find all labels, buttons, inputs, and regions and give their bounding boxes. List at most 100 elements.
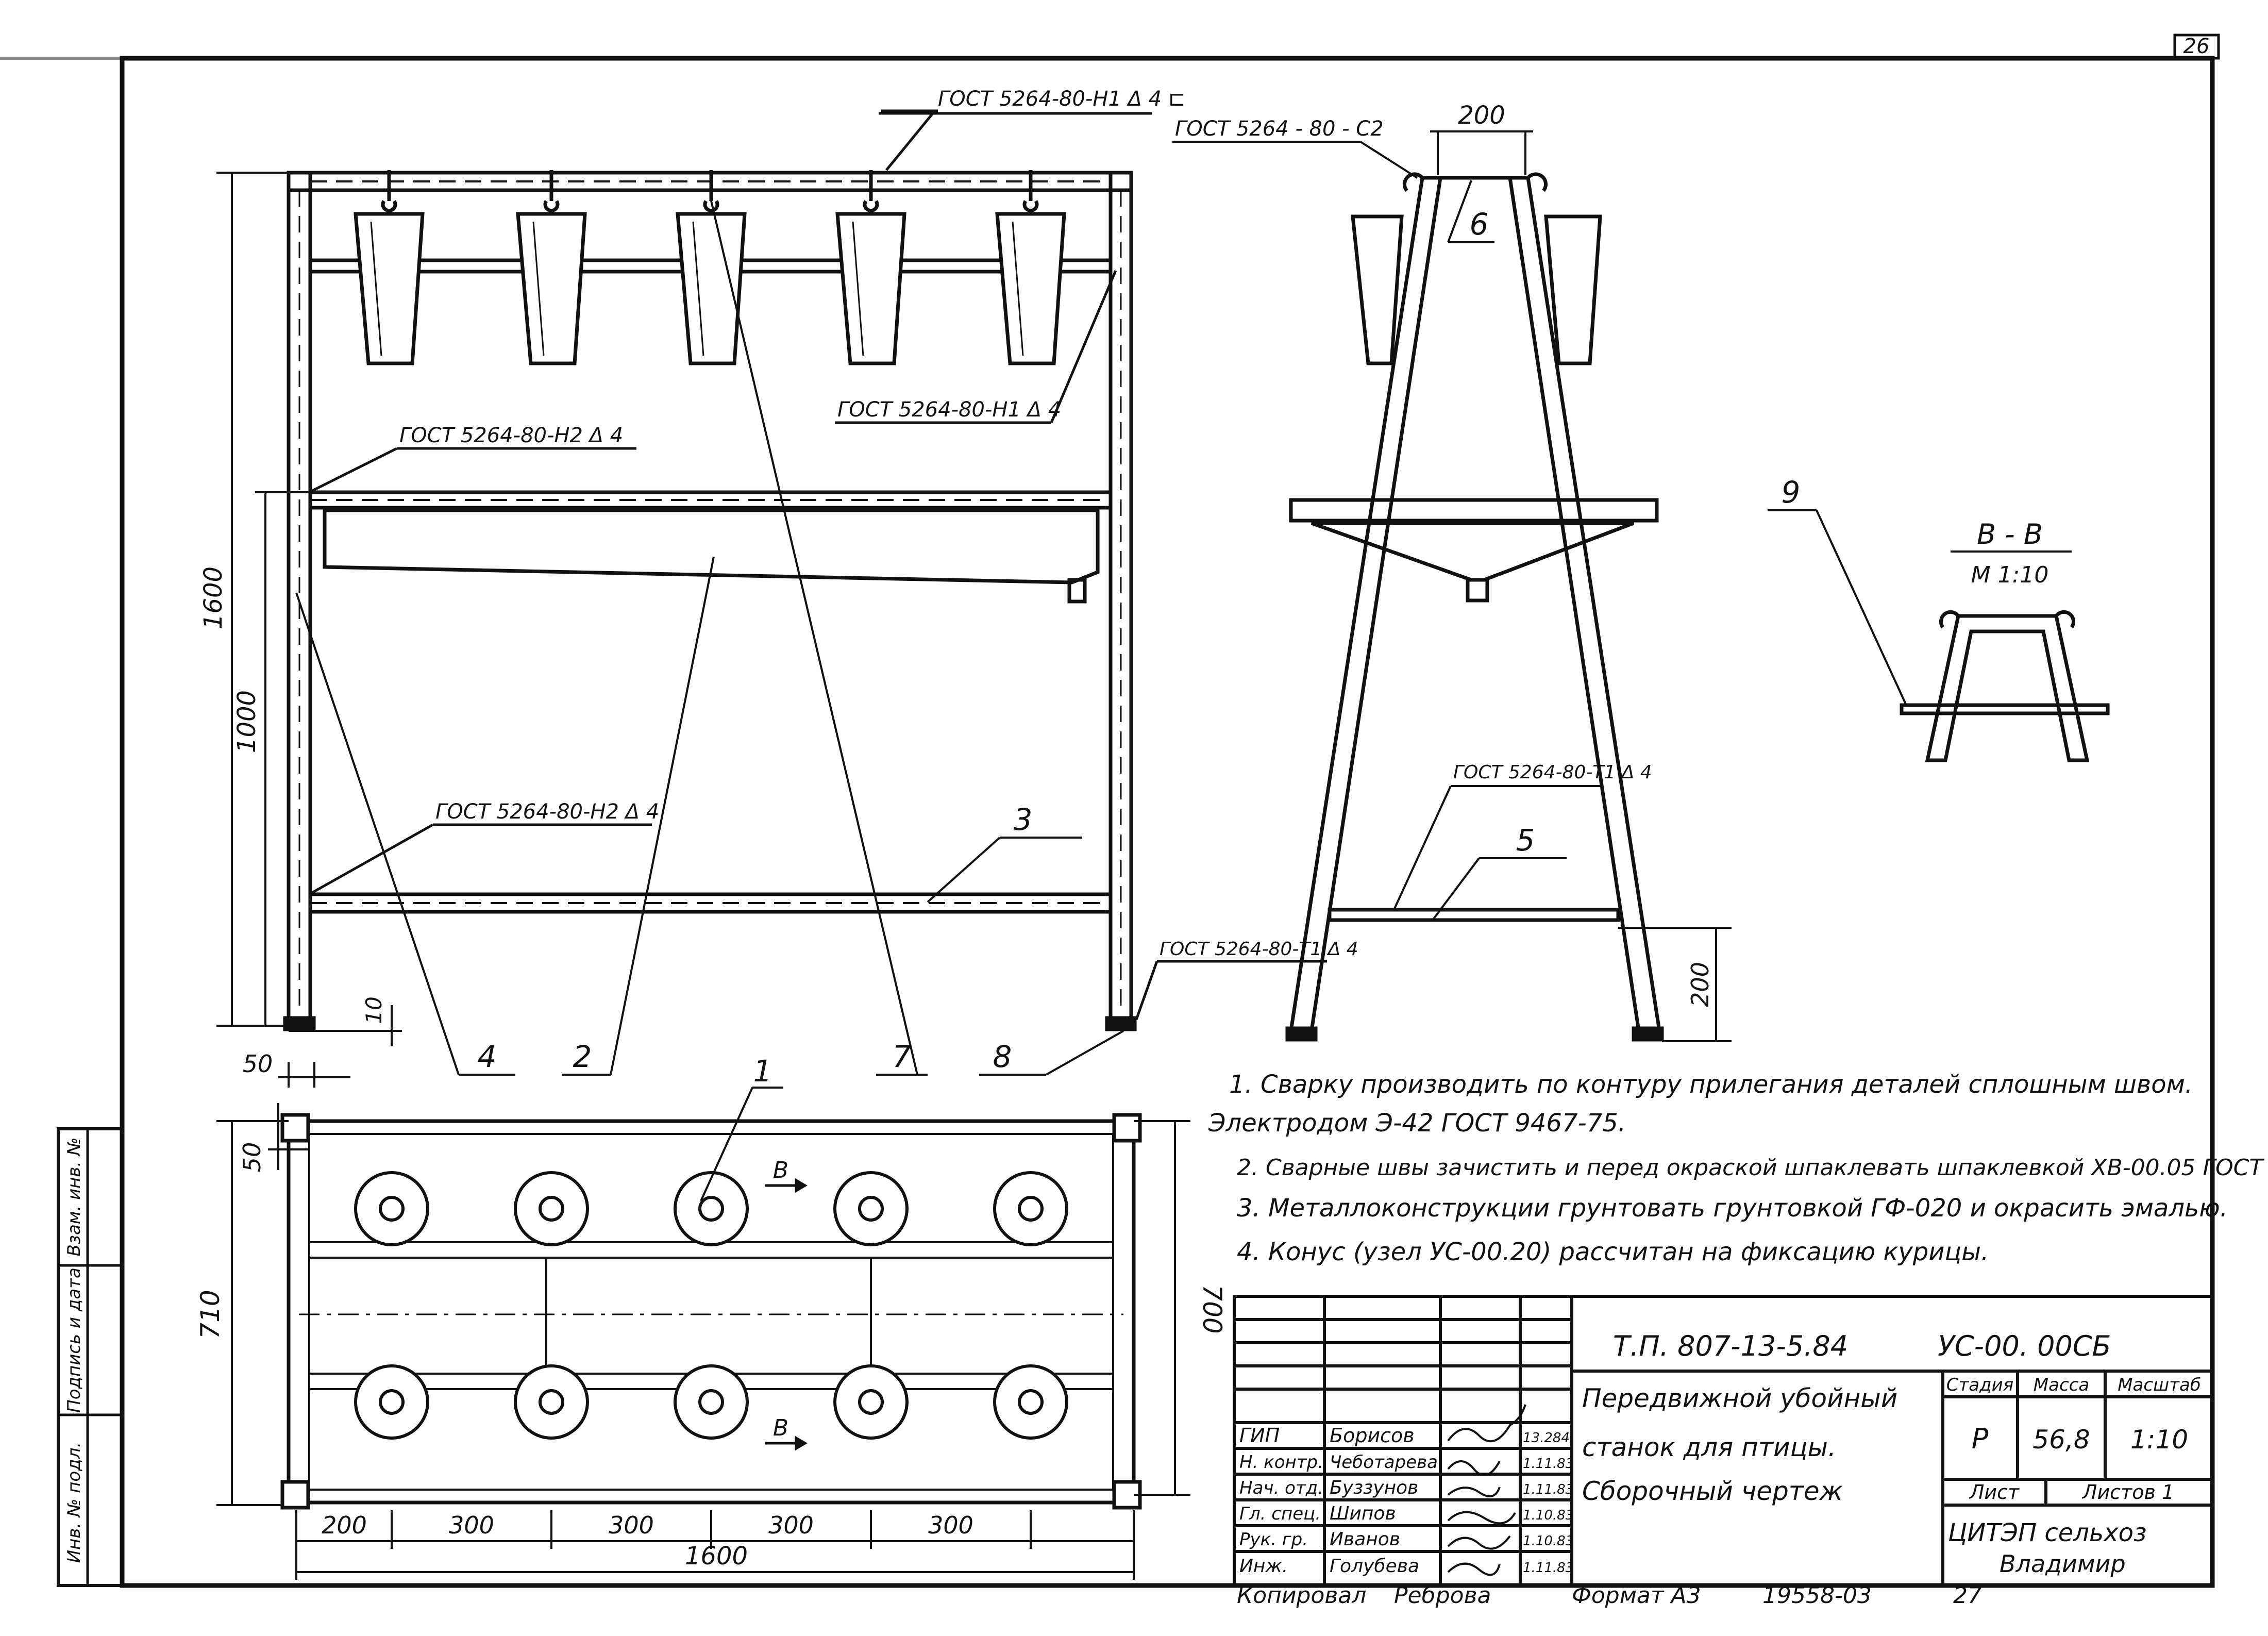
cone-1 bbox=[354, 170, 425, 365]
plan-corner-bl bbox=[280, 1480, 310, 1510]
plan-cut-marks bbox=[765, 1178, 808, 1451]
dim-plan-pitch-1: 300 bbox=[449, 1511, 494, 1539]
dim-side-top: 200 bbox=[1458, 101, 1505, 130]
stamp-replacement: Взам. инв. № bbox=[64, 1138, 85, 1257]
dim-front-height: 1600 bbox=[199, 566, 228, 629]
ring-bottom-2 bbox=[514, 1364, 589, 1440]
ring-top-2 bbox=[514, 1171, 589, 1246]
dim-foot-offset: 50 bbox=[243, 1050, 273, 1078]
ring-top-4 bbox=[833, 1171, 909, 1246]
side-left-foot bbox=[1285, 1026, 1318, 1042]
section-frame bbox=[1925, 614, 2090, 762]
note-2: 2. Сварные швы зачистить и перед окраско… bbox=[1237, 1155, 2268, 1181]
side-right-cone bbox=[1544, 214, 1602, 365]
section-scale: М 1:10 bbox=[1971, 562, 2049, 588]
front-tray-drain bbox=[1067, 578, 1087, 604]
archive-number: 19558-03 bbox=[1762, 1582, 1872, 1609]
name-4: Иванов bbox=[1330, 1529, 1400, 1550]
sheet-number-box: 26 bbox=[2173, 34, 2220, 60]
name-3: Шипов bbox=[1330, 1503, 1396, 1524]
title-block bbox=[1233, 1295, 2214, 1587]
callout-6: 6 bbox=[1470, 207, 1489, 242]
plan-inner-frame bbox=[308, 1133, 1114, 1491]
ring-bottom-1 bbox=[354, 1364, 429, 1440]
section-title: В - В bbox=[1977, 518, 2043, 550]
sheet-number: 26 bbox=[2183, 35, 2210, 58]
stage-value: Р bbox=[1972, 1423, 1989, 1455]
weld-label-leg-foot: ГОСТ 5264-80-Т1 Δ 4 bbox=[1160, 939, 1358, 960]
cone-2 bbox=[516, 170, 587, 365]
date-5: 1.11.83 bbox=[1523, 1560, 1574, 1576]
header-scale: Масштаб bbox=[2118, 1375, 2201, 1395]
dim-plan-depth-inner: 700 bbox=[1197, 1284, 1227, 1333]
plan-corner-tr bbox=[1112, 1113, 1142, 1143]
front-view bbox=[283, 171, 1137, 1031]
side-view bbox=[1285, 172, 1664, 1042]
project-code: Т.П. 807-13-5.84 bbox=[1613, 1330, 1848, 1362]
dim-plan-length: 1600 bbox=[685, 1542, 748, 1571]
section-b-b bbox=[1768, 509, 2110, 762]
copied-by-label: Копировал bbox=[1237, 1582, 1366, 1609]
ring-top-1 bbox=[354, 1171, 429, 1246]
front-callout-labels: 4 2 7 8 3 bbox=[478, 802, 1033, 1074]
weld-label-bottom-rail: ГОСТ 5264-80-Н2 Δ 4 bbox=[435, 800, 659, 824]
org-line-1: ЦИТЭП сельхоз bbox=[1948, 1518, 2147, 1547]
cut-mark-bottom: В bbox=[773, 1415, 788, 1441]
role-1: Н. контр. bbox=[1239, 1452, 1323, 1473]
role-3: Гл. спец. bbox=[1239, 1504, 1321, 1524]
plan-corner-tl bbox=[280, 1113, 310, 1143]
scale-value: 1:10 bbox=[2130, 1425, 2188, 1455]
callout-3: 3 bbox=[1014, 802, 1033, 837]
ring-bottom-3 bbox=[674, 1364, 749, 1440]
side-stamp: Инв. № подл. Подпись и дата Взам. инв. № bbox=[57, 1127, 124, 1587]
front-right-foot bbox=[1105, 1016, 1137, 1031]
technical-notes: 1. Сварку производить по контуру прилега… bbox=[1208, 1070, 2268, 1266]
side-leaders bbox=[1172, 130, 1732, 1042]
note-4: 4. Конус (узел УС-00.20) рассчитан на фи… bbox=[1237, 1238, 1989, 1266]
dim-plan-side: 50 bbox=[238, 1142, 266, 1173]
callout-1: 1 bbox=[753, 1054, 772, 1089]
callout-4: 4 bbox=[478, 1039, 497, 1074]
sheets-label: Листов 1 bbox=[2081, 1481, 2174, 1504]
front-weld-leaders bbox=[308, 109, 1327, 1020]
ring-bottom-5 bbox=[993, 1364, 1068, 1440]
plan-leaders bbox=[216, 1087, 1190, 1580]
callout-8: 8 bbox=[993, 1039, 1012, 1074]
cone-4 bbox=[835, 170, 906, 365]
date-3: 1.10.83 bbox=[1523, 1508, 1574, 1523]
weld-label-top-frame: ГОСТ 5264-80-Н1 Δ 4 ⊏ bbox=[938, 87, 1185, 111]
side-funnel-drain bbox=[1466, 578, 1489, 603]
roles-table: ГИП Борисов 13.284 Н. контр. Чеботарева … bbox=[1239, 1424, 1574, 1577]
dim-plan-depth: 710 bbox=[195, 1290, 225, 1339]
signatures bbox=[1447, 1404, 1526, 1576]
callout-7: 7 bbox=[893, 1039, 912, 1074]
page-number: 27 bbox=[1953, 1582, 1982, 1609]
title-block-text: Т.П. 807-13-5.84 УС-00. 00СБ Передвижной… bbox=[1237, 1330, 2201, 1609]
name-5: Голубева bbox=[1330, 1556, 1419, 1577]
org-line-2: Владимир bbox=[2000, 1550, 2126, 1578]
stamp-signature-date: Подпись и дата bbox=[64, 1267, 85, 1413]
weld-label-shelf: ГОСТ 5264-80-Н2 Δ 4 bbox=[399, 424, 623, 447]
role-0: ГИП bbox=[1239, 1424, 1280, 1447]
doc-name-line-1: Передвижной убойный bbox=[1582, 1383, 1897, 1413]
note-1-line-2: Электродом Э-42 ГОСТ 9467-75. bbox=[1208, 1109, 1626, 1138]
ring-top-3 bbox=[674, 1171, 749, 1246]
section-labels: 9 В - В М 1:10 bbox=[1782, 475, 2049, 588]
section-base-bar bbox=[1900, 703, 2110, 715]
side-labels: ГОСТ 5264 - 80 - С2 200 6 ГОСТ 5264-80-Т… bbox=[1175, 101, 1714, 1007]
plan-view bbox=[280, 1113, 1142, 1510]
plan-outer-frame bbox=[287, 1119, 1136, 1505]
callout-2: 2 bbox=[573, 1039, 592, 1074]
weld-label-side-top: ГОСТ 5264 - 80 - С2 bbox=[1175, 117, 1384, 141]
header-stage: Стадия bbox=[1946, 1375, 2013, 1395]
doc-name-line-3: Сборочный чертеж bbox=[1582, 1476, 1843, 1506]
stamp-inventory: Инв. № подл. bbox=[64, 1442, 85, 1563]
front-dimensions bbox=[216, 172, 402, 1088]
role-2: Нач. отд. bbox=[1239, 1478, 1323, 1498]
mass-value: 56,8 bbox=[2032, 1425, 2090, 1455]
side-right-foot bbox=[1632, 1026, 1664, 1042]
dim-plan-pitch-2: 300 bbox=[609, 1511, 654, 1539]
callout-5: 5 bbox=[1516, 823, 1535, 858]
cone-3 bbox=[676, 170, 747, 365]
